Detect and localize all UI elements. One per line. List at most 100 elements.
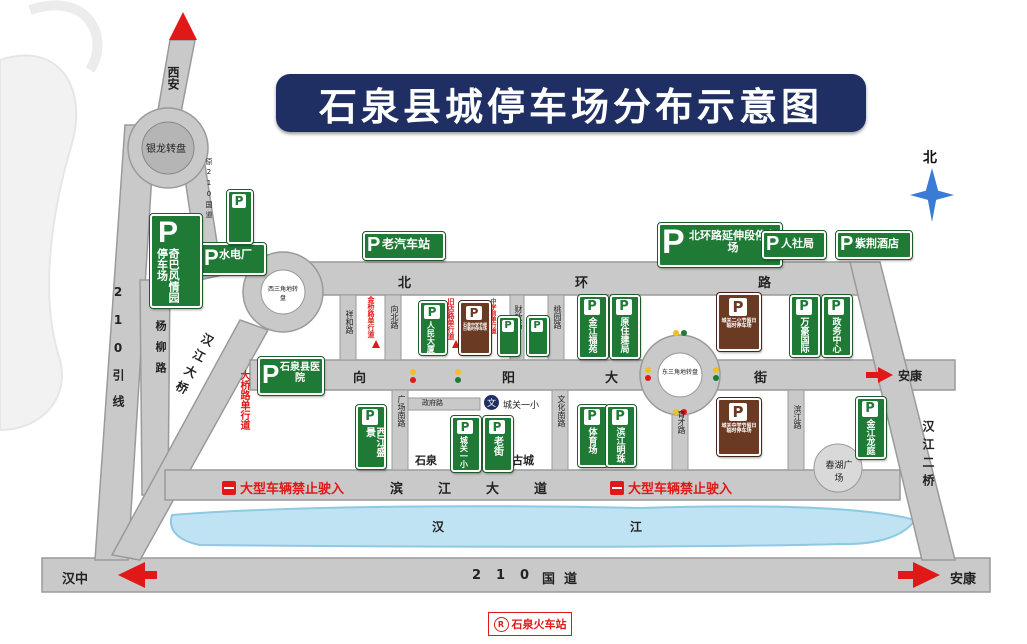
parking-zijing[interactable]: P 紫荆酒店 (835, 230, 913, 260)
xisanjiao-roundabout-center (260, 269, 306, 315)
direction-xian: 西安 (166, 66, 180, 90)
parking-label: 金江龙庭 (864, 419, 875, 455)
road-zhengfu (407, 397, 481, 411)
parking-qiba[interactable]: P 奇巴风情园停车场 (149, 213, 203, 309)
parking-p-icon: P (424, 305, 440, 319)
parking-p-icon: P (584, 409, 600, 425)
taoyuan-label: 桃园路 (553, 305, 562, 329)
xisanjiao-roundabout-label: 西三角地转盘 (267, 286, 298, 302)
parking-label: 水电厂 (219, 248, 252, 261)
xiangyang-char-3: 大 (605, 371, 619, 386)
dongsanjiao-roundabout-center (657, 352, 703, 398)
parking-p-icon: P (204, 245, 219, 270)
binjiang-char-2: 江 (438, 482, 452, 497)
guodao-char-5: 道 (564, 572, 578, 587)
daqiao-oneway: 大桥路单行道 (238, 370, 249, 430)
yin210-label: 210引线 (111, 285, 125, 421)
parking-label: 万豪国际 (798, 317, 809, 353)
traffic-lights (410, 330, 719, 415)
parking-p-icon: P (729, 298, 747, 316)
old-210-label: 原210国道 (205, 158, 213, 221)
parking-p-icon: P (502, 320, 514, 332)
river-char-1: 汉 (432, 520, 445, 534)
parking-wanhao[interactable]: P 万豪国际 (789, 294, 821, 358)
parking-tiyuchang[interactable]: P 体育场 (577, 404, 609, 468)
parking-chengguan[interactable]: P 城关一小 (450, 415, 482, 473)
parking-label: 老街 (491, 436, 503, 456)
arrow-to-ankang-bottom (913, 562, 940, 588)
guodao-char-2: 1 (496, 568, 506, 583)
parking-zhengwu[interactable]: P 政务中心 (821, 294, 853, 358)
parking-shiquanzx-temp[interactable]: P 石泉中学节假日临时停车场 (458, 300, 492, 356)
beihuan-char-2: 环 (575, 276, 589, 291)
compass-north-label: 北 (923, 150, 937, 166)
parking-yuanzhujian[interactable]: P 原住建局 (609, 294, 641, 360)
chengguan1-label: 城关一小 (503, 401, 540, 411)
road-binjiang-road (787, 389, 805, 471)
road-hanjiang-bridge (110, 319, 270, 561)
direction-hanzhong: 汉中 (62, 572, 89, 587)
parking-label: 城关二小节假日临时停车场 (721, 318, 757, 330)
parking-p-icon: P (796, 299, 812, 315)
parking-jinjiang[interactable]: P 金江福苑 (577, 294, 609, 360)
yinlong-roundabout-label: 银龙转盘 (146, 144, 186, 155)
parking-p-icon: P (232, 194, 246, 208)
gucheng-label: 古城 (512, 454, 534, 467)
parking-binjiangmz[interactable]: P 滨江明珠 (605, 404, 637, 468)
jinqiao-oneway: 金桥路单行道 (367, 296, 375, 338)
xianghe-label: 祥和路 (345, 310, 354, 334)
parking-p-icon: P (531, 320, 543, 332)
binjiang-char-3: 大 (486, 482, 500, 497)
parking-p-icon: P (466, 306, 482, 320)
parking-small-caizheng[interactable]: P (497, 315, 521, 357)
parking-renmin[interactable]: P 人民大厦 (418, 300, 448, 356)
chunhu-plaza (813, 443, 863, 493)
road-210-guodao (41, 557, 991, 593)
shiquan-railway-station[interactable]: R 石泉火车站 (488, 612, 572, 636)
guangchang-label: 广场南路 (397, 395, 406, 427)
road-binjiang (164, 469, 901, 501)
parking-beihuan-ext[interactable]: P 北环路延伸段停车场 (657, 222, 783, 268)
arrow-to-ankang-mid (878, 367, 893, 383)
river-char-2: 江 (630, 520, 643, 534)
parking-chengguanzx-temp[interactable]: P 城关中学节假日临时停车场 (716, 397, 762, 457)
truck-ban-west-label: 大型车辆禁止驶入 (240, 482, 345, 497)
parking-label: 人社局 (781, 237, 814, 250)
road-xiangyang (249, 359, 956, 391)
decor-swirl (0, 54, 78, 432)
xiangbei-label: 向北路 (390, 305, 399, 329)
map-title: 石泉县城停车场分布示意图 (276, 74, 866, 132)
han-river (170, 505, 917, 548)
parking-p-icon: P (662, 223, 685, 261)
parking-jinjiangld[interactable]: P 金江龙庭 (855, 396, 887, 460)
shiquan-label: 石泉 (415, 454, 437, 467)
parking-laojie[interactable]: P 老街 (482, 415, 514, 473)
direction-ankang-bottom: 安康 (950, 572, 977, 587)
parking-p-icon: P (729, 403, 747, 421)
parking-small-oldroad[interactable]: P (226, 189, 254, 245)
arrow-to-hanzhong (118, 562, 145, 588)
parking-xijiang[interactable]: P 西江盛景 (355, 404, 387, 470)
xiangyang-char-4: 街 (754, 371, 768, 386)
parking-chengguan2-temp[interactable]: P 城关二小节假日临时停车场 (716, 292, 762, 352)
road-hanjiang-bridge2 (849, 261, 956, 561)
hanjiang2-bridge-label: 汉江二桥 (921, 420, 935, 492)
parking-laoqiche[interactable]: P 老汽车站 (362, 231, 446, 261)
parking-label: 城关一小 (459, 436, 469, 468)
parking-shiquan-hospital[interactable]: P 石泉县医院 (257, 356, 325, 396)
parking-p-icon: P (367, 234, 381, 256)
parking-shuidian[interactable]: P 水电厂 (199, 242, 267, 276)
station-label: 石泉火车站 (511, 618, 567, 631)
parking-label: 老汽车站 (382, 237, 431, 251)
truck-ban-east: 大型车辆禁止驶入 (610, 478, 732, 497)
oneway-arrows (372, 340, 460, 348)
parking-small-taoyuan[interactable]: P (526, 315, 550, 357)
parking-p-icon: P (457, 420, 473, 434)
road-xianghe (339, 294, 357, 361)
binjiang-char-1: 滨 (390, 482, 404, 497)
direction-ankang-mid: 安康 (898, 369, 923, 383)
truck-ban-west: 大型车辆禁止驶入 (222, 478, 344, 497)
parking-renshe[interactable]: P 人社局 (761, 230, 827, 260)
parking-p-icon: P (362, 409, 378, 425)
